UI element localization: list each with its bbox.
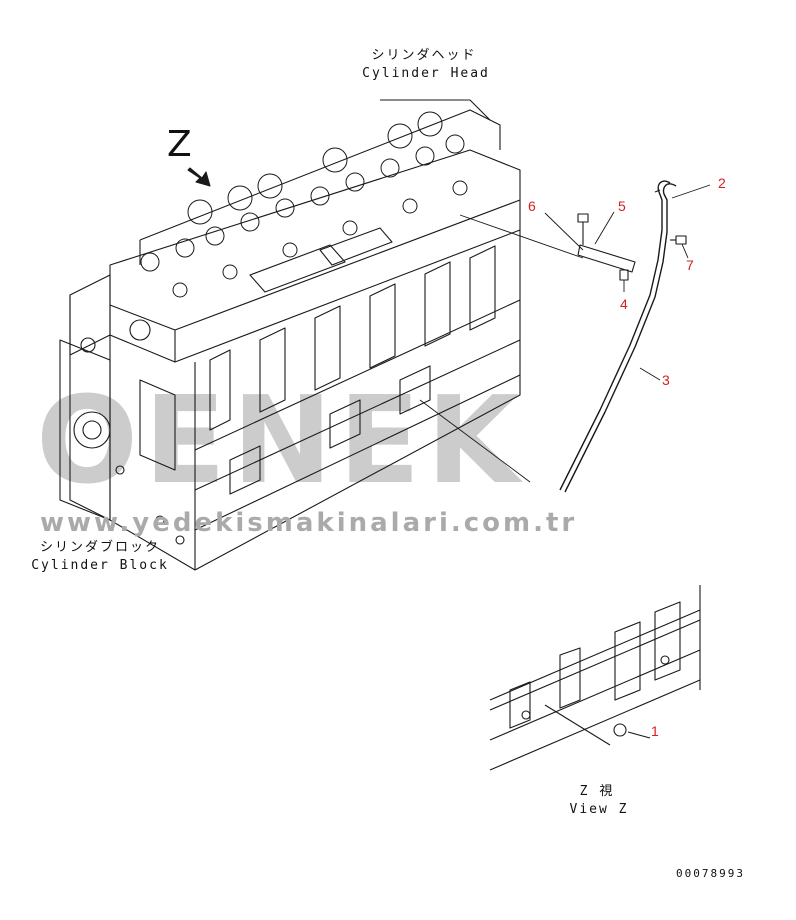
dipstick-guide-pipe — [559, 180, 687, 493]
watermark-logo: OENEK — [36, 372, 526, 511]
callout-1: 1 — [651, 723, 659, 739]
watermark-url: www.yedekismakinalari.com.tr — [40, 508, 578, 538]
view-z-label-jp: Z 視 — [579, 784, 615, 799]
callout-5: 5 — [618, 198, 626, 214]
cylinder-block-drawing — [59, 230, 521, 571]
view-z-label-en: View Z — [569, 802, 629, 817]
callout-3: 3 — [662, 372, 670, 388]
cylinder-block-label-en: Cylinder Block — [31, 558, 169, 573]
cylinder-head-label-jp: シリンダヘッド — [371, 48, 477, 63]
callout-4: 4 — [620, 296, 628, 312]
cylinder-head-label-en: Cylinder Head — [362, 66, 490, 81]
view-z-detail — [489, 585, 701, 771]
callout-2: 2 — [718, 175, 726, 191]
callout-6: 6 — [528, 198, 536, 214]
cylinder-block-label-jp: シリンダブロック — [39, 540, 161, 555]
z-marker: Z — [167, 124, 192, 165]
drawing-number: 00078993 — [676, 867, 745, 880]
leader-lines — [419, 184, 711, 483]
z-direction-arrow — [187, 167, 211, 187]
callout-7: 7 — [686, 257, 694, 273]
